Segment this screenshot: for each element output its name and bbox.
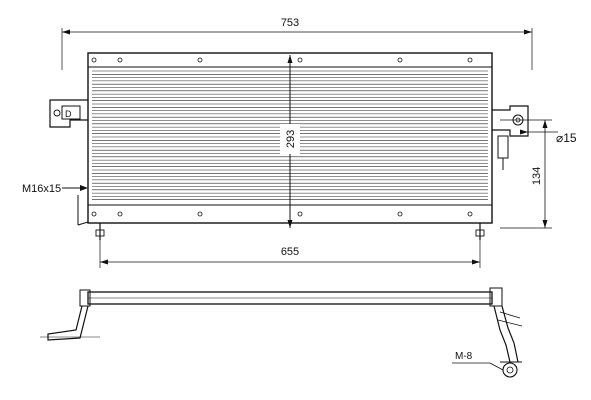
tank-rivet bbox=[91, 211, 97, 217]
core-height-dimension: 293 bbox=[280, 55, 300, 228]
left-mounting-bracket: D bbox=[49, 99, 88, 128]
condenser-bottom-view bbox=[40, 287, 523, 378]
tank-rivet bbox=[297, 211, 303, 217]
tank-rivet bbox=[397, 57, 403, 63]
pipe-fitting-icon bbox=[497, 135, 509, 159]
overall-width-dimension: 753 bbox=[61, 17, 533, 70]
overall-width-label: 753 bbox=[281, 17, 299, 29]
thread-callout-label: M16x15 bbox=[22, 183, 61, 195]
bracket-mark: D bbox=[65, 109, 72, 119]
thread-callout: M16x15 bbox=[22, 183, 88, 195]
inner-width-dimension: 655 bbox=[99, 240, 481, 268]
tank-rivet bbox=[117, 57, 123, 63]
tank-rivet bbox=[197, 211, 203, 217]
tank-rivet bbox=[117, 211, 123, 217]
tank-rivet bbox=[467, 57, 473, 63]
side-height-dimension: 134 bbox=[500, 119, 552, 229]
tank-rivet bbox=[297, 57, 303, 63]
tank-rivet bbox=[91, 57, 97, 63]
tank-rivet bbox=[197, 57, 203, 63]
bolt-callout-label: M-8 bbox=[455, 351, 473, 362]
core-height-label: 293 bbox=[285, 130, 297, 148]
pipe-diameter-label: ⌀15 bbox=[556, 131, 577, 145]
bolt-callout: M-8 bbox=[452, 351, 504, 371]
tank-rivet bbox=[397, 211, 403, 217]
inner-width-label: 655 bbox=[281, 246, 299, 258]
side-height-label: 134 bbox=[531, 167, 543, 185]
right-mounting-bracket bbox=[492, 105, 529, 170]
tank-rivet bbox=[467, 211, 473, 217]
arrow-icon bbox=[80, 185, 88, 191]
pipe-diameter-callout: ⌀15 bbox=[520, 129, 577, 145]
